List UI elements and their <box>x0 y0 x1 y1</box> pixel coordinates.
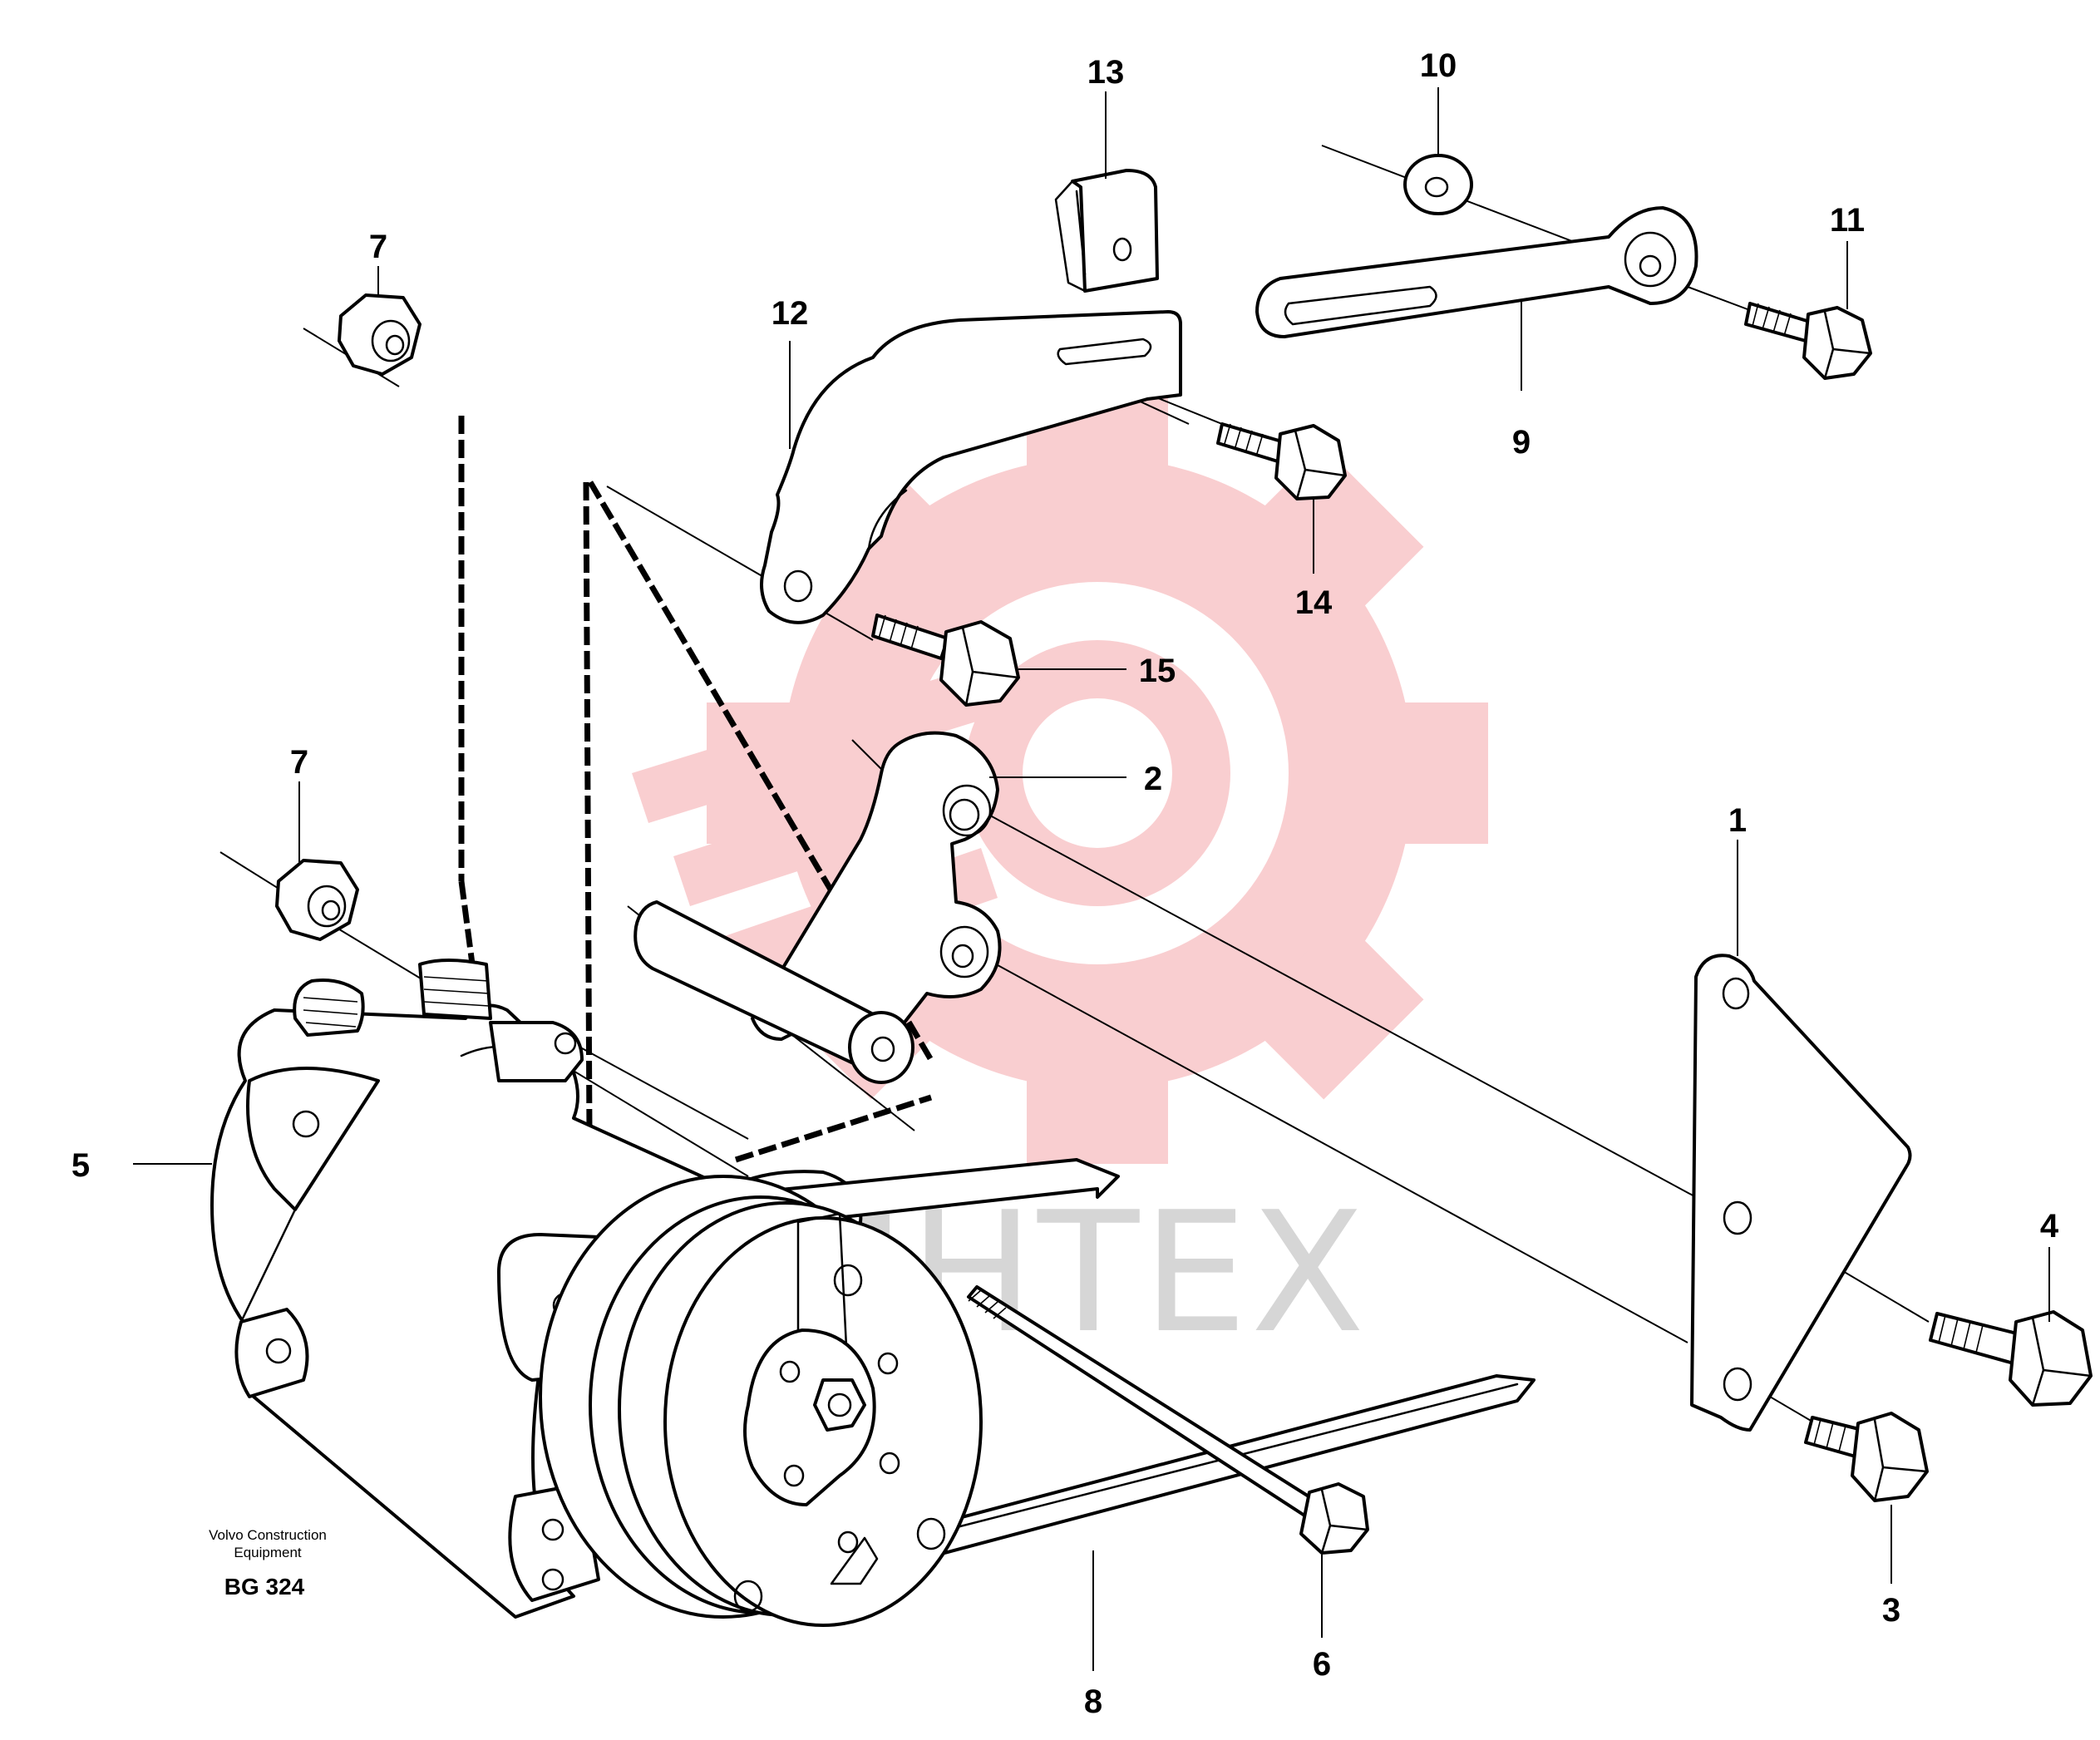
nut-part-7-lower <box>275 859 359 941</box>
callout-14: 14 <box>1295 584 1333 621</box>
callout-6: 6 <box>1313 1646 1331 1683</box>
tension-arm-part-9 <box>1255 206 1698 338</box>
callout-2: 2 <box>1144 761 1162 797</box>
caption-code: BG 324 <box>224 1574 305 1600</box>
bolt-part-15 <box>871 614 1020 707</box>
bolt-part-14 <box>1216 422 1347 500</box>
nut-part-7-upper <box>338 293 421 376</box>
clip-part-13 <box>1054 169 1159 293</box>
callout-12: 12 <box>771 295 809 332</box>
callout-8: 8 <box>1084 1683 1102 1720</box>
compressor-part-5 <box>210 959 863 1619</box>
callout-3: 3 <box>1882 1592 1900 1629</box>
callout-10: 10 <box>1420 47 1457 84</box>
bracket-part-12 <box>760 310 1182 624</box>
callout-13: 13 <box>1087 54 1125 91</box>
callout-7-upper: 7 <box>369 229 387 265</box>
pulley-clutch <box>539 1175 983 1627</box>
callout-11: 11 <box>1830 202 1865 239</box>
plate-part-1 <box>1690 954 1912 1432</box>
bolt-part-3 <box>1804 1412 1929 1502</box>
washer-part-10 <box>1403 154 1473 215</box>
caption-line-2: Equipment <box>234 1545 302 1560</box>
callout-5: 5 <box>71 1147 90 1184</box>
callout-15: 15 <box>1139 653 1176 689</box>
bolt-part-4 <box>1929 1310 2093 1407</box>
idler-bracket-part-2 <box>633 731 1002 1084</box>
bolt-part-11 <box>1744 302 1872 380</box>
callout-9: 9 <box>1512 424 1531 461</box>
caption-line-1: Volvo Construction <box>209 1527 327 1543</box>
callout-1: 1 <box>1728 802 1747 839</box>
watermark-gear-logo-icon <box>632 382 1488 1164</box>
callout-7-lower: 7 <box>290 744 308 781</box>
callout-4: 4 <box>2040 1208 2059 1245</box>
long-bolt-part-6 <box>967 1285 1369 1555</box>
callout-leaders <box>133 87 2050 1671</box>
